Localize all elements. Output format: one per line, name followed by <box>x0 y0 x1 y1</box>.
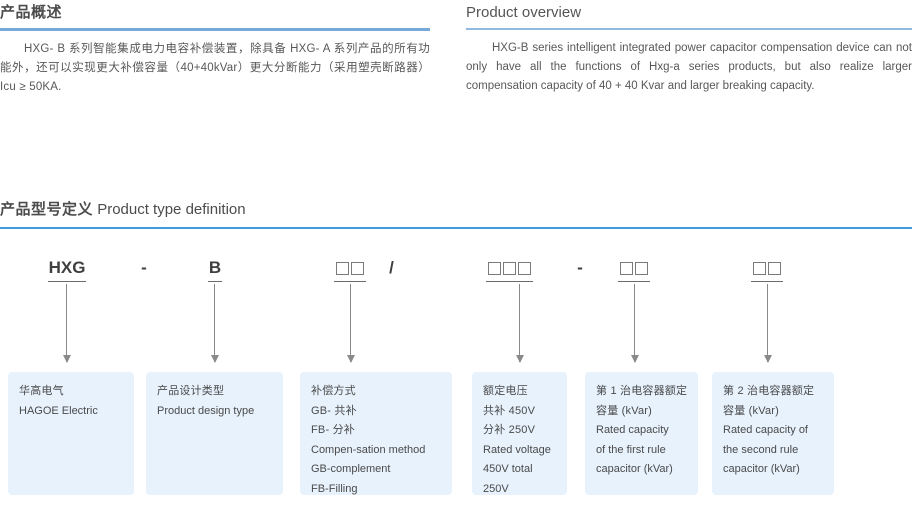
connector-method <box>346 284 355 363</box>
info-box-design-type: 产品设计类型 Product design type <box>146 372 283 495</box>
connector-brand <box>62 284 71 363</box>
info-line: 250V <box>483 482 509 495</box>
overview-body-cn: HXG- B 系列智能集成电力电容补偿装置，除具备 HXG- A 系列产品的所有… <box>0 43 430 93</box>
code-square <box>351 262 364 276</box>
connector-cap-second <box>763 284 772 363</box>
code-segment-voltage-squares <box>485 258 533 282</box>
info-box-voltage: 额定电压 共补 450V 分补 250V Rated voltage 450V … <box>472 372 567 495</box>
info-line: 华高电气 <box>19 385 64 397</box>
type-definition-heading-cn: 产品型号定义 <box>0 201 94 218</box>
code-square <box>517 262 531 276</box>
info-box-cap-first: 第 1 治电容器额定 容量 (kVar) Rated capacity of t… <box>585 372 698 495</box>
code-segment-cap-first <box>612 258 656 282</box>
info-line: FB-Filling <box>311 482 358 495</box>
code-slash-text: / <box>389 258 394 277</box>
code-segment-method <box>328 258 372 282</box>
arrow-down-icon <box>62 355 71 363</box>
info-line: 额定电压 <box>483 385 528 397</box>
code-segment-brand: HXG <box>32 258 102 282</box>
type-definition-heading-en: Product type definition <box>97 201 246 218</box>
code-square <box>502 262 516 276</box>
code-segment-design-type: B <box>196 258 234 282</box>
arrow-down-icon <box>630 355 639 363</box>
code-segment-cap-second <box>745 258 789 282</box>
code-separator-2: - <box>560 258 600 278</box>
info-line: HAGOE Electric <box>19 404 98 417</box>
type-definition-heading: 产品型号定义 Product type definition <box>0 198 912 227</box>
info-line: of the first rule <box>596 443 666 456</box>
code-square <box>620 262 633 276</box>
overview-section-en: Product overview HXG-B series intelligen… <box>466 0 912 96</box>
type-code-row: HXG - B / - <box>0 258 912 308</box>
code-segment-method-squares <box>334 258 366 282</box>
arrow-down-icon <box>346 355 355 363</box>
info-line: Rated voltage <box>483 443 551 456</box>
code-square <box>635 262 648 276</box>
info-line: Product design type <box>157 404 255 417</box>
info-line: 450V total <box>483 463 533 475</box>
arrow-down-icon <box>763 355 772 363</box>
code-segment-cap-second-squares <box>751 258 783 282</box>
info-line: 分补 250V <box>483 424 536 436</box>
info-line: 产品设计类型 <box>157 385 225 397</box>
code-separator-2-text: - <box>577 258 583 277</box>
info-line: 补偿方式 <box>311 385 356 397</box>
info-line: 容量 (kVar) <box>596 404 652 417</box>
connector-voltage <box>515 284 524 363</box>
overview-body-en: HXG-B series intelligent integrated powe… <box>466 42 912 92</box>
info-line: GB-complement <box>311 463 391 475</box>
code-square <box>336 262 349 276</box>
code-segment-voltage <box>480 258 538 282</box>
code-separator-1-text: - <box>141 258 147 277</box>
info-line: the second rule <box>723 443 799 456</box>
code-square <box>487 262 501 276</box>
overview-heading-rule-cn <box>0 28 430 31</box>
code-square <box>753 262 766 276</box>
info-line: capacitor (kVar) <box>723 463 800 475</box>
info-line: Rated capacity of <box>723 424 808 436</box>
code-square <box>768 262 781 276</box>
info-line: Compen-sation method <box>311 443 426 456</box>
info-box-method: 补偿方式 GB- 共补 FB- 分补 Compen-sation method … <box>300 372 452 495</box>
code-separator-1: - <box>124 258 164 278</box>
info-line: FB- 分补 <box>311 424 355 436</box>
info-line: capacitor (kVar) <box>596 463 673 475</box>
code-slash-separator: / <box>372 258 402 278</box>
info-line: GB- 共补 <box>311 404 357 417</box>
arrow-down-icon <box>515 355 524 363</box>
info-box-brand: 华高电气 HAGOE Electric <box>8 372 134 495</box>
code-segment-cap-first-squares <box>618 258 650 282</box>
code-segment-brand-text: HXG <box>47 258 87 282</box>
info-line: 容量 (kVar) <box>723 404 779 417</box>
overview-section-cn: 产品概述 HXG- B 系列智能集成电力电容补偿装置，除具备 HXG- A 系列… <box>0 0 430 97</box>
info-line: 共补 450V <box>483 404 536 417</box>
code-segment-design-type-text: B <box>207 258 223 282</box>
overview-heading-cn: 产品概述 <box>0 4 63 21</box>
type-definition-section: 产品型号定义 Product type definition <box>0 198 912 229</box>
info-line: 第 2 治电容器额定 <box>723 385 815 397</box>
info-line: Rated capacity <box>596 424 669 436</box>
connector-cap-first <box>630 284 639 363</box>
overview-heading-rule-en <box>466 28 912 30</box>
connector-design-type <box>210 284 219 363</box>
info-line: 第 1 治电容器额定 <box>596 385 688 397</box>
type-definition-heading-rule <box>0 227 912 229</box>
info-box-cap-second: 第 2 治电容器额定 容量 (kVar) Rated capacity of t… <box>712 372 834 495</box>
arrow-down-icon <box>210 355 219 363</box>
overview-heading-en: Product overview <box>466 4 582 21</box>
